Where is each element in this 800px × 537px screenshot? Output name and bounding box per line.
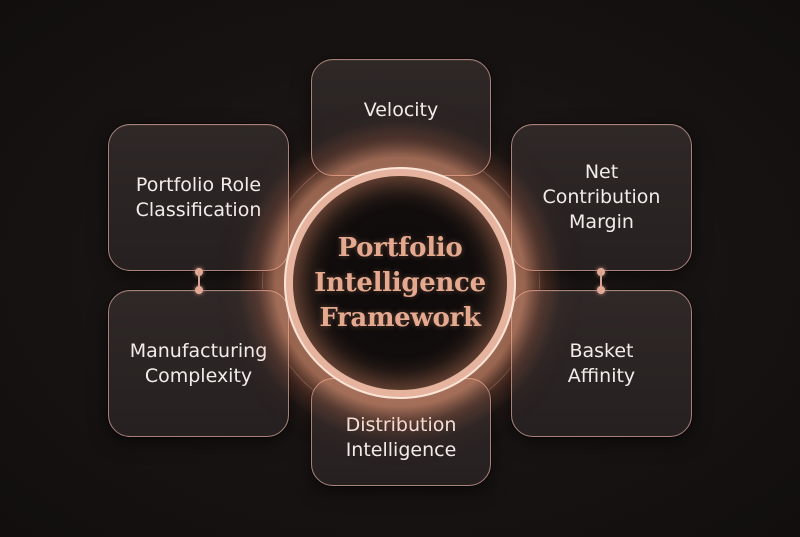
node-velocity: Velocity [311, 59, 491, 176]
node-portfolio-role-classification-label: Portfolio Role Classification [135, 173, 262, 221]
connector-dot [195, 286, 203, 294]
node-manufacturing-complexity: Manufacturing Complexity [108, 290, 289, 437]
node-net-contribution-margin-label: Net Contribution Margin [542, 161, 661, 233]
hub-ring: Portfolio Intelligence Framework [284, 167, 516, 399]
connector-line [600, 272, 602, 290]
node-distribution-intelligence-label: Distribution Intelligence [345, 414, 457, 461]
node-net-contribution-margin: Net Contribution Margin [511, 124, 692, 271]
node-basket-affinity: Basket Affinity [511, 290, 692, 437]
connector-line [198, 272, 200, 290]
node-manufacturing-complexity-label: Manufacturing Complexity [129, 339, 268, 387]
hub-title: Portfolio Intelligence Framework [314, 232, 486, 333]
connector-dot [597, 286, 605, 294]
node-velocity-label: Velocity [363, 99, 439, 121]
left-connector [195, 268, 203, 294]
right-connector [597, 268, 605, 294]
node-portfolio-role-classification: Portfolio Role Classification [108, 124, 289, 271]
node-basket-affinity-label: Basket Affinity [567, 339, 636, 387]
